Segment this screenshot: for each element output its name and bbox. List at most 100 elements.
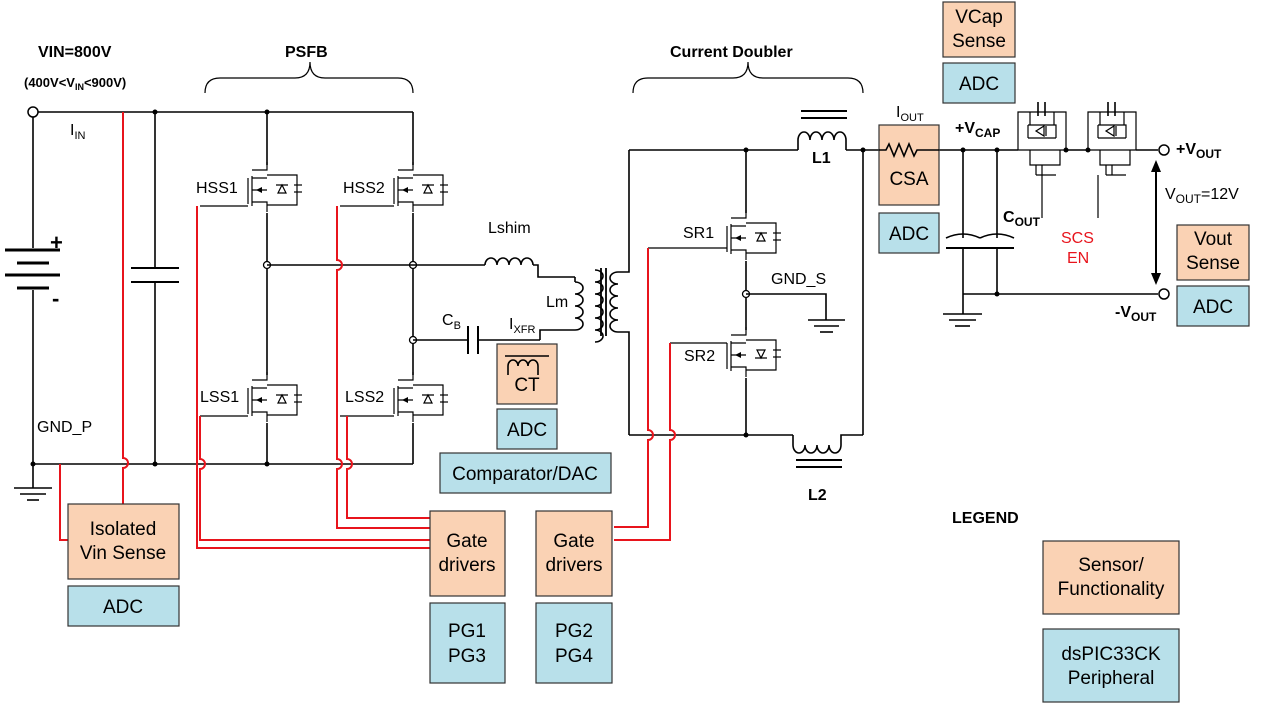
sr2-label: SR2	[684, 348, 715, 365]
lss1-label: LSS1	[200, 389, 239, 406]
input-capacitor	[131, 109, 179, 467]
svg-text:Sense: Sense	[1186, 253, 1240, 274]
vout-sense-block: Vout Sense	[1176, 224, 1250, 281]
vin-terminal	[27, 106, 39, 118]
psfb-brace	[204, 61, 414, 94]
legend-peripheral-line2: Peripheral	[1068, 668, 1155, 689]
svg-text:ADC: ADC	[507, 420, 547, 441]
lshim-label: Lshim	[488, 220, 531, 237]
cout-label: COUT	[1003, 209, 1041, 229]
output-ground-icon	[943, 313, 982, 327]
current-transformer-icon	[505, 355, 549, 375]
legend-peripheral-swatch	[1042, 628, 1180, 703]
vout-pos-terminal	[1158, 144, 1170, 156]
hss1-label: HSS1	[196, 180, 238, 197]
psfb-title: PSFB	[285, 44, 328, 61]
vin-range: (400V<VIN<900V)	[24, 75, 126, 92]
gate-drivers-right: Gate drivers	[535, 510, 613, 597]
output-capacitors	[945, 147, 1015, 314]
cb-capacitor	[467, 326, 479, 354]
vout-neg-terminal	[1158, 288, 1170, 300]
legend: LEGEND Sensor/ Functionality dsPIC33CK P…	[952, 510, 1180, 703]
vcap-label: +VCAP	[955, 120, 1000, 140]
iin-label: IIN	[70, 122, 86, 142]
svg-text:ADC: ADC	[959, 74, 999, 95]
vout-neg-label: -VOUT	[1115, 304, 1157, 324]
mosfet-lss1	[200, 372, 307, 423]
battery-plus: +	[50, 230, 63, 255]
comparator-dac-block: Comparator/DAC	[439, 452, 612, 494]
svg-text:Gate: Gate	[553, 531, 594, 552]
doubler-title: Current Doubler	[670, 44, 793, 61]
svg-text:PG1: PG1	[448, 621, 486, 642]
vout-value: VOUT=12V	[1165, 186, 1239, 206]
svg-text:Vout: Vout	[1194, 229, 1233, 250]
doubler-brace	[632, 61, 864, 94]
output-stage: IOUT +VCAP COUT	[896, 102, 1239, 327]
vin-label: VIN=800V	[38, 44, 112, 61]
en-label: EN	[1067, 250, 1089, 267]
hss2-label: HSS2	[343, 180, 385, 197]
svg-text:Comparator/DAC: Comparator/DAC	[452, 464, 598, 485]
legend-peripheral-line1: dsPIC33CK	[1061, 644, 1161, 665]
pg1-pg3-block: PG1 PG3	[429, 602, 506, 684]
svg-text:Isolated: Isolated	[90, 519, 157, 540]
csa-adc-block: ADC	[878, 212, 940, 254]
l2-label: L2	[808, 487, 827, 504]
psfb-bridge: PSFB HSS1 HSS2	[196, 44, 630, 467]
legend-title: LEGEND	[952, 510, 1019, 527]
mosfet-sr1	[648, 210, 786, 261]
csa-block: CSA	[878, 124, 940, 206]
svg-text:drivers: drivers	[545, 555, 602, 576]
vout-pos-label: +VOUT	[1176, 141, 1222, 161]
gnd-s-ground-icon	[808, 319, 845, 333]
vcap-adc-block: ADC	[942, 62, 1016, 104]
scs-switch-1	[1017, 102, 1067, 218]
transformer: Lm	[546, 150, 630, 435]
mosfet-hss1	[200, 162, 307, 213]
sr1-label: SR1	[683, 225, 714, 242]
current-doubler: Current Doubler SR1 SR2	[629, 44, 879, 504]
ct-block: CT	[496, 343, 558, 405]
svg-text:PG3: PG3	[448, 646, 486, 667]
legend-sensor-line2: Functionality	[1058, 579, 1165, 600]
mosfet-sr2	[670, 327, 786, 378]
l1-inductor	[797, 110, 847, 150]
gnd-s-label: GND_S	[771, 271, 826, 288]
l1-label: L1	[812, 150, 831, 167]
gate-drivers-left: Gate drivers	[429, 510, 506, 597]
iout-label: IOUT	[896, 104, 924, 124]
cb-label: CB	[442, 312, 461, 332]
vin-adc-block: ADC	[67, 585, 180, 627]
scs-switch-2	[1087, 102, 1137, 218]
lss2-label: LSS2	[345, 389, 384, 406]
battery-minus: -	[52, 286, 59, 311]
input-source: VIN=800V (400V<VIN<900V) IIN + - GND_P	[5, 44, 413, 501]
svg-text:PG4: PG4	[555, 646, 593, 667]
resistor-icon	[879, 141, 939, 159]
vcap-sense-block: VCap Sense	[942, 1, 1016, 58]
mosfet-hss2	[340, 162, 453, 213]
lm-label: Lm	[546, 294, 568, 311]
svg-text:Gate: Gate	[446, 531, 487, 552]
lshim-inductor	[484, 257, 575, 278]
legend-sensor-swatch	[1042, 540, 1180, 615]
svg-text:ADC: ADC	[889, 224, 929, 245]
svg-text:drivers: drivers	[438, 555, 495, 576]
ground-icon	[14, 487, 52, 501]
svg-text:Sense: Sense	[952, 31, 1006, 52]
svg-text:CSA: CSA	[889, 169, 928, 190]
svg-text:ADC: ADC	[103, 597, 143, 618]
gnd-p-label: GND_P	[37, 419, 92, 436]
ct-adc-block: ADC	[496, 408, 558, 450]
vout-adc-block: ADC	[1176, 285, 1250, 327]
svg-text:Vin Sense: Vin Sense	[80, 543, 166, 564]
pg2-pg4-block: PG2 PG4	[535, 602, 613, 684]
vout-arrow	[1151, 160, 1161, 285]
scs-label: SCS	[1061, 230, 1094, 247]
l2-inductor	[792, 434, 863, 468]
svg-text:ADC: ADC	[1193, 297, 1233, 318]
svg-text:VCap: VCap	[955, 7, 1003, 28]
svg-text:PG2: PG2	[555, 621, 593, 642]
